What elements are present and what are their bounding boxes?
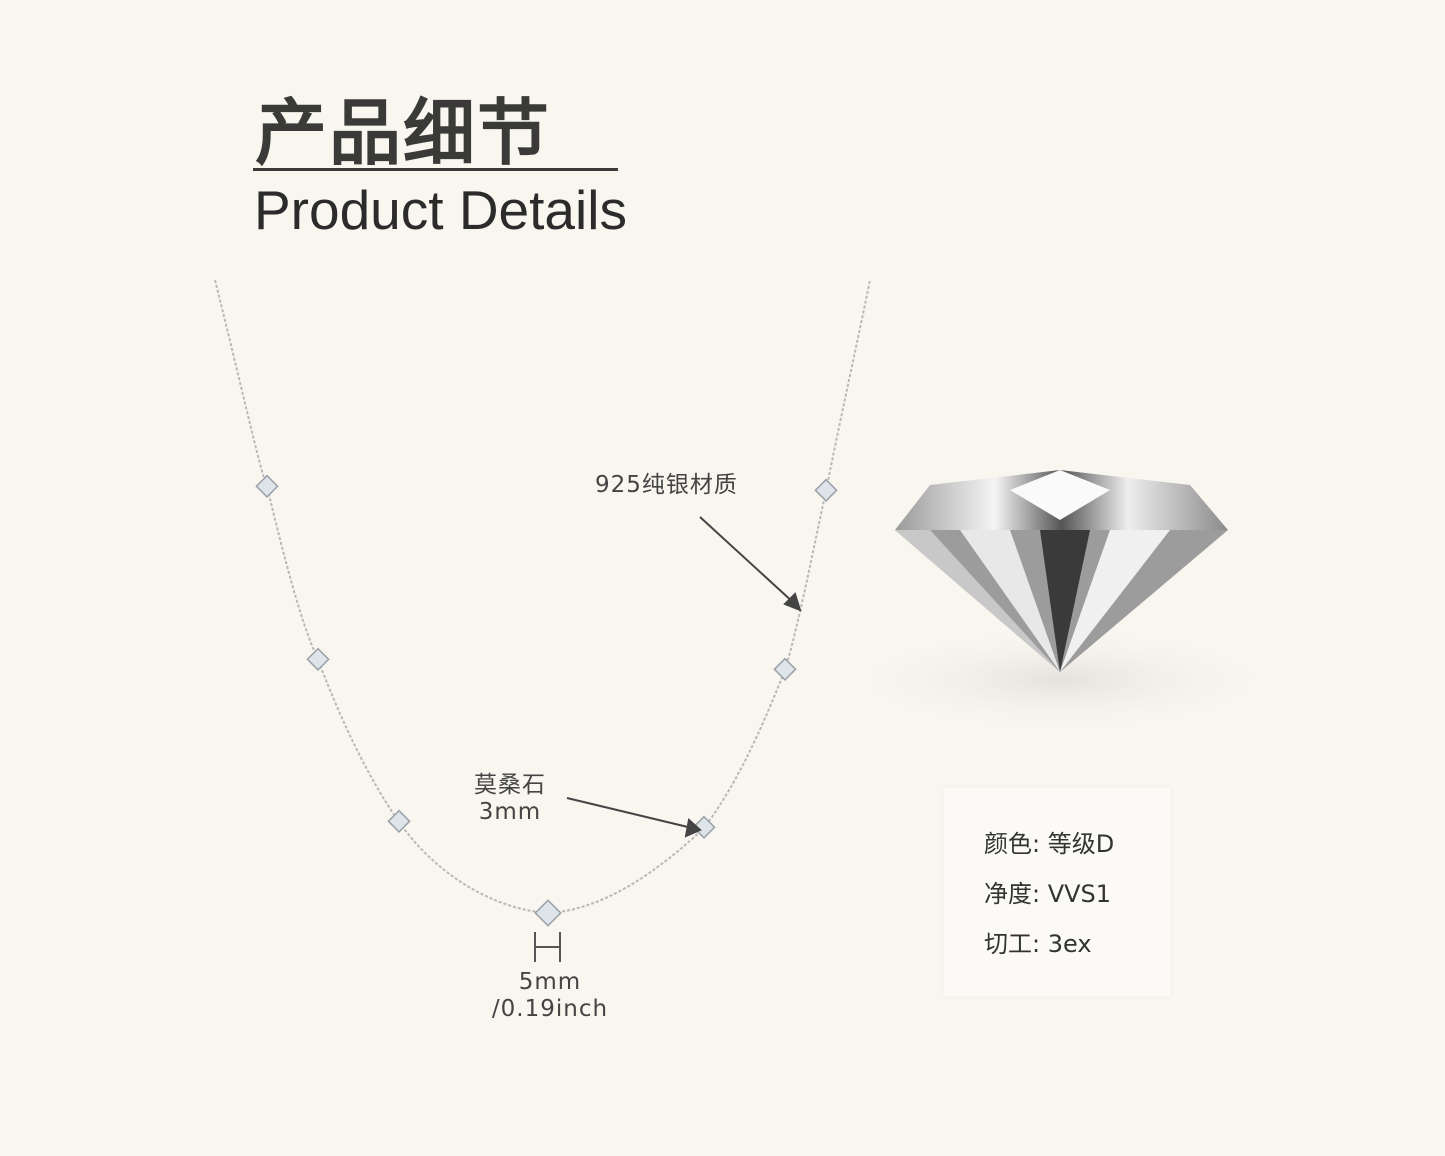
diamond-image bbox=[830, 470, 1290, 735]
spec-clarity: 净度: VVS1 bbox=[984, 880, 1112, 908]
page-title-en: Product Details bbox=[254, 179, 627, 241]
spec-color: 颜色: 等级D bbox=[984, 830, 1115, 858]
material-label: 925纯银材质 bbox=[595, 472, 738, 498]
stone-name-label: 莫桑石 bbox=[474, 772, 546, 798]
width-inch-label: /0.19inch bbox=[491, 996, 609, 1022]
moissanite-stones bbox=[255, 474, 838, 927]
specs-card: 颜色: 等级D 净度: VVS1 切工: 3ex bbox=[944, 788, 1170, 996]
spec-cut: 切工: 3ex bbox=[984, 930, 1092, 958]
title-divider bbox=[253, 168, 618, 171]
width-marker-icon bbox=[534, 932, 561, 962]
stone-size-label: 3mm bbox=[478, 799, 542, 825]
arrow-icon bbox=[566, 516, 802, 838]
width-mm-label: 5mm bbox=[518, 969, 582, 995]
page-title-cn: 产品细节 bbox=[255, 91, 552, 175]
